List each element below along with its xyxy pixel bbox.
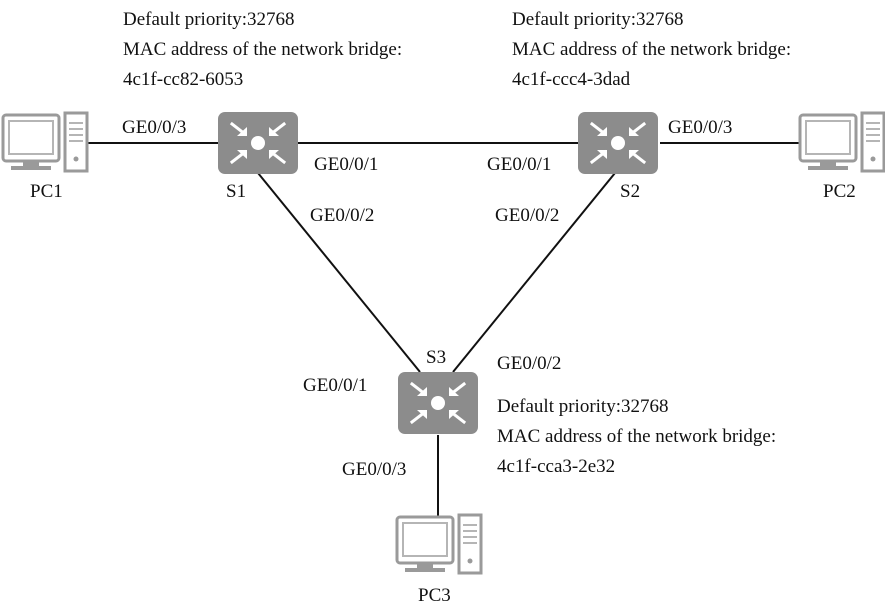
link-s2-s3 <box>452 172 616 373</box>
pc2-icon[interactable] <box>798 111 885 173</box>
switch-s2-icon[interactable] <box>576 110 660 176</box>
pc1-label: PC1 <box>30 181 63 202</box>
pc2-label: PC2 <box>823 181 856 202</box>
switch-s1-icon[interactable] <box>216 110 300 176</box>
pc3-icon[interactable] <box>395 513 483 575</box>
s1-priority: Default priority:32768 <box>123 9 295 30</box>
port-s3-s2: GE0/0/2 <box>497 353 561 374</box>
switch-s3-label: S3 <box>426 347 446 368</box>
switch-s2-label: S2 <box>620 181 640 202</box>
port-s1-s3: GE0/0/2 <box>310 205 374 226</box>
switch-s1-label: S1 <box>226 181 246 202</box>
port-s2-pc2: GE0/0/3 <box>668 117 732 138</box>
s1-mac-label: MAC address of the network bridge: <box>123 39 402 60</box>
port-s1-pc1: GE0/0/3 <box>122 117 186 138</box>
port-s3-s1: GE0/0/1 <box>303 375 367 396</box>
pc1-icon[interactable] <box>1 111 89 173</box>
s2-priority: Default priority:32768 <box>512 9 684 30</box>
link-s1-s3 <box>257 172 421 373</box>
s3-mac-label: MAC address of the network bridge: <box>497 426 776 447</box>
s3-priority: Default priority:32768 <box>497 396 669 417</box>
port-s3-pc3: GE0/0/3 <box>342 459 406 480</box>
s2-mac-label: MAC address of the network bridge: <box>512 39 791 60</box>
s2-mac: 4c1f-ccc4-3dad <box>512 69 631 90</box>
port-s2-s3: GE0/0/2 <box>495 205 559 226</box>
port-s2-s1: GE0/0/1 <box>487 154 551 175</box>
port-s1-s2: GE0/0/1 <box>314 154 378 175</box>
s1-mac: 4c1f-cc82-6053 <box>123 69 243 90</box>
s3-mac: 4c1f-cca3-2e32 <box>497 456 615 477</box>
pc3-label: PC3 <box>418 585 451 606</box>
switch-s3-icon[interactable] <box>396 370 480 436</box>
